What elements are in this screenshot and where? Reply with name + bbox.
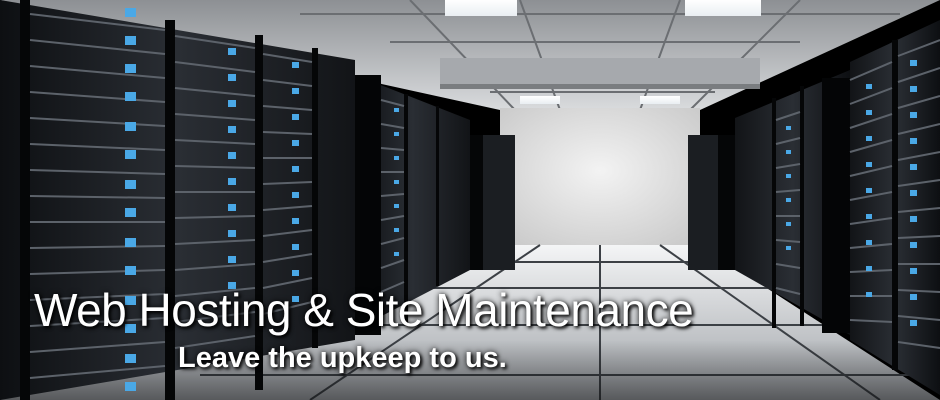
server-units-right [775,39,940,349]
rack-dividers [20,0,898,400]
overhead-beam [440,58,760,88]
ceiling-grid [300,0,900,111]
rack-mid-right [735,70,850,335]
status-leds [125,8,917,391]
ceiling-lights [445,0,761,104]
back-wall [500,108,700,248]
rack-front-left [0,0,355,400]
banner-tagline: Leave the upkeep to us. [178,342,507,374]
banner-headline: Web Hosting & Site Maintenance [34,284,694,336]
server-units-left [29,13,405,379]
